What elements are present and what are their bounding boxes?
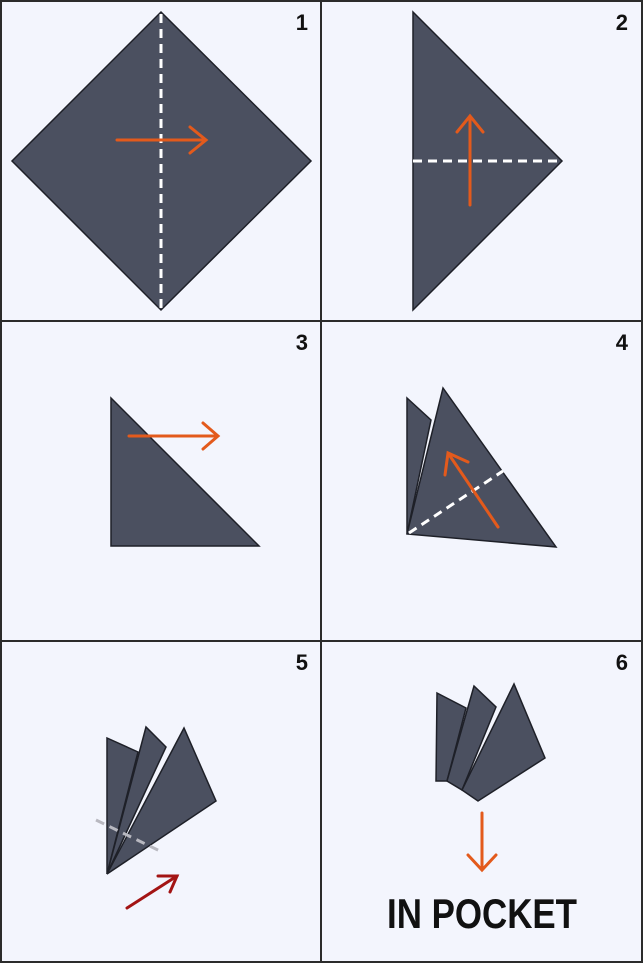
fabric-point-2 xyxy=(106,725,167,875)
down-arrow xyxy=(466,811,498,873)
fabric-point-3 xyxy=(106,726,217,875)
fold-arrow-up xyxy=(455,113,485,207)
step-3: 3 xyxy=(110,330,308,547)
step-1: 1 xyxy=(10,10,313,312)
step-number: 1 xyxy=(296,10,308,35)
step-number: 3 xyxy=(296,330,308,355)
fabric-point-2 xyxy=(446,684,497,792)
fabric-back-layer xyxy=(406,396,432,535)
step-4: 4 xyxy=(406,330,629,548)
fold-line-bottom xyxy=(95,818,163,854)
step-6: IN POCKET 6 xyxy=(387,650,628,937)
step-number: 6 xyxy=(616,650,628,675)
step-number: 2 xyxy=(616,10,628,35)
fold-arrow-up-left xyxy=(443,450,500,529)
in-pocket-caption: IN POCKET xyxy=(387,890,577,937)
push-arrow xyxy=(125,874,180,910)
fold-arrow-right xyxy=(115,125,209,155)
fabric-front-layer xyxy=(406,386,558,548)
step-number: 5 xyxy=(296,650,308,675)
fabric-square-diamond xyxy=(10,10,313,312)
fold-line-diagonal xyxy=(408,469,504,535)
fabric-point-3 xyxy=(461,682,546,802)
step-5: 5 xyxy=(95,650,308,910)
step-2: 2 xyxy=(412,10,628,312)
fold-arrow-right xyxy=(127,421,221,451)
step-number: 4 xyxy=(616,330,629,355)
